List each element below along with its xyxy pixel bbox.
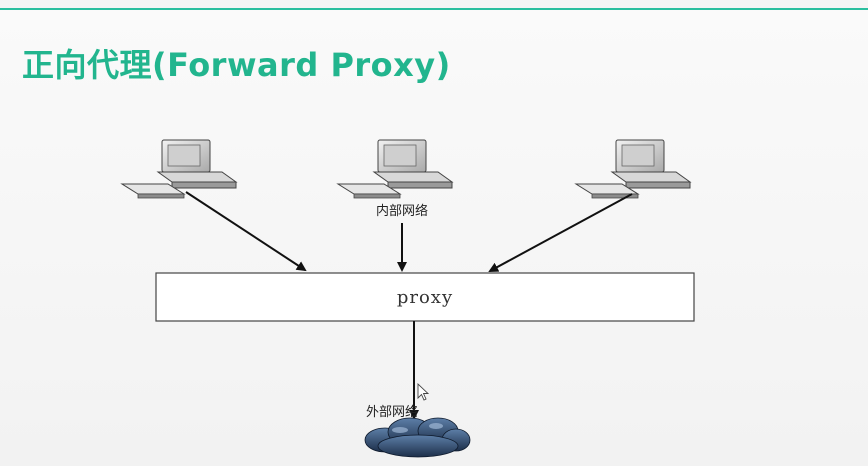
- slide-title: 正向代理(Forward Proxy): [22, 46, 451, 84]
- proxy-label: proxy: [397, 287, 453, 308]
- client-computer-3: [574, 139, 692, 199]
- mouse-cursor-icon: [417, 382, 430, 401]
- desktop-computer-icon: [574, 139, 692, 199]
- desktop-computer-icon: [120, 139, 238, 199]
- proxy-box: proxy: [155, 272, 695, 322]
- cloud-icon: [364, 417, 471, 458]
- external-network-label: 外部网络: [366, 404, 418, 420]
- client-computer-1: [120, 139, 238, 199]
- arrow-client1-to-proxy: [185, 191, 307, 272]
- internal-network-label: 内部网络: [376, 203, 428, 219]
- top-rule: [0, 0, 868, 10]
- arrow-client3-to-proxy: [488, 193, 633, 272]
- client-computer-2: [336, 139, 454, 199]
- desktop-computer-icon: [336, 139, 454, 199]
